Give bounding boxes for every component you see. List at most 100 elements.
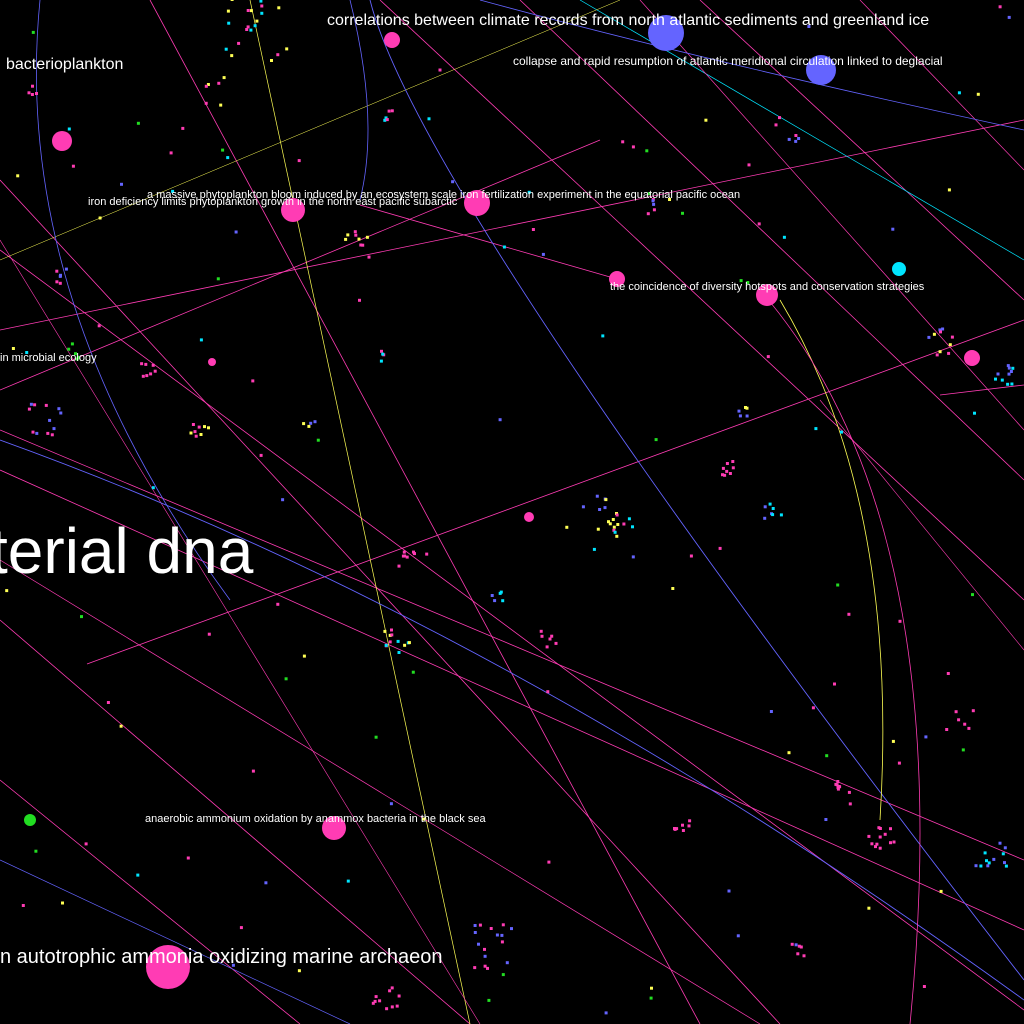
paper-dot — [1011, 366, 1015, 370]
node-phytoplankton-bloom[interactable] — [464, 190, 490, 216]
node-pink-left[interactable] — [52, 131, 72, 151]
paper-dot — [365, 235, 369, 239]
paper-dot — [34, 849, 38, 853]
paper-dot — [681, 211, 684, 215]
node-diversity-hotspots[interactable] — [756, 284, 778, 306]
paper-dot — [898, 619, 902, 623]
node-archaeon[interactable] — [146, 945, 190, 989]
node-amoc-collapse[interactable] — [806, 55, 836, 85]
node-climate-records[interactable] — [648, 15, 684, 51]
link-curve — [349, 0, 369, 201]
node-pink-small[interactable] — [208, 358, 216, 366]
paper-dot — [74, 352, 77, 356]
paper-dot — [612, 528, 616, 532]
paper-dot — [309, 421, 313, 425]
paper-dot — [971, 709, 975, 713]
link-curve — [779, 299, 884, 821]
paper-dot — [948, 343, 952, 347]
node-cyan[interactable] — [892, 262, 906, 276]
link-curve — [36, 0, 231, 601]
paper-dot — [797, 944, 801, 948]
paper-dot — [438, 68, 442, 72]
paper-dot — [390, 986, 394, 990]
label-bacterial-dna[interactable]: terial dna — [0, 515, 254, 587]
paper-dot — [527, 190, 531, 194]
paper-dot — [357, 237, 361, 241]
paper-dot — [58, 281, 62, 285]
link-curve — [759, 289, 921, 1024]
link-curve — [369, 0, 1024, 981]
paper-dot — [622, 522, 626, 526]
paper-dot — [191, 423, 195, 426]
paper-dot — [565, 525, 569, 529]
paper-dot — [739, 279, 743, 283]
link-line — [699, 0, 1024, 301]
paper-dot — [31, 430, 35, 434]
paper-dot — [650, 986, 653, 990]
label-diversity-hotspots[interactable]: the coincidence of diversity hotspots an… — [610, 281, 925, 293]
paper-dot — [227, 21, 231, 25]
node-iron-deficiency[interactable] — [281, 198, 305, 222]
paper-dot — [390, 633, 394, 637]
link-line — [0, 139, 601, 391]
paper-dot — [992, 857, 996, 861]
paper-dot — [922, 985, 926, 988]
node-pink-mid[interactable] — [609, 271, 625, 287]
paper-dot — [297, 969, 301, 973]
paper-dot — [987, 861, 991, 865]
paper-dot — [924, 735, 928, 739]
paper-dot — [67, 347, 71, 351]
paper-dot — [483, 964, 487, 968]
paper-dot — [939, 330, 942, 334]
paper-dot — [875, 842, 879, 846]
paper-dot — [983, 851, 987, 855]
paper-dot — [771, 513, 775, 517]
paper-dot — [631, 145, 635, 149]
paper-dot — [55, 269, 59, 273]
label-climate-records[interactable]: correlations between climate records fro… — [327, 12, 930, 29]
paper-dot — [390, 628, 393, 632]
label-phytoplankton-bloom[interactable]: a massive phytoplankton bloom induced by… — [147, 189, 741, 201]
paper-dot — [397, 564, 401, 568]
label-ammonia-archaeon[interactable]: n autotrophic ammonia oxidizing marine a… — [0, 946, 443, 968]
paper-dot — [490, 594, 494, 597]
paper-dot — [738, 414, 742, 418]
paper-dot — [794, 943, 798, 947]
paper-dot — [967, 726, 971, 730]
label-bacterioplankton[interactable]: bacterioplankton — [6, 56, 124, 73]
paper-dot — [796, 952, 800, 956]
paper-dot — [230, 54, 234, 58]
paper-dot — [276, 602, 280, 606]
paper-dot — [649, 996, 653, 1000]
paper-dot — [877, 826, 881, 830]
paper-dot — [883, 832, 887, 836]
paper-dot — [380, 349, 383, 353]
label-microbial-ecology[interactable]: in microbial ecology — [0, 352, 97, 364]
paper-dot — [1010, 382, 1014, 386]
link-curve — [479, 0, 1024, 131]
label-anammox[interactable]: anaerobic ammonium oxidation by anammox … — [145, 813, 486, 825]
node-green[interactable] — [24, 814, 36, 826]
node-pink-center[interactable] — [524, 512, 534, 522]
paper-dot — [957, 91, 961, 95]
paper-dot — [891, 227, 895, 231]
paper-dot — [595, 494, 599, 498]
node-anammox[interactable] — [322, 816, 346, 840]
paper-dot — [402, 550, 406, 554]
paper-dot — [57, 407, 61, 411]
paper-dot — [276, 53, 280, 57]
paper-dot — [361, 243, 365, 247]
paper-dot — [631, 555, 635, 559]
paper-dot — [226, 9, 230, 13]
paper-dot — [825, 754, 829, 758]
paper-dot — [596, 527, 600, 531]
paper-dot — [239, 926, 243, 930]
node-bacterioplankton[interactable] — [384, 32, 400, 48]
label-amoc-collapse[interactable]: collapse and rapid resumption of atlanti… — [513, 54, 943, 68]
label-iron-deficiency[interactable]: iron deficiency limits phytoplankton gro… — [88, 196, 458, 208]
paper-dot — [33, 403, 37, 407]
node-pink-right[interactable] — [964, 350, 980, 366]
paper-dot — [385, 118, 389, 122]
paper-dot — [501, 973, 505, 977]
